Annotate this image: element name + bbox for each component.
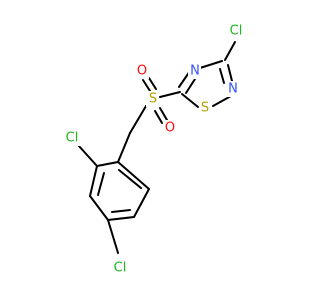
bond-c2-c3 xyxy=(89,165,98,197)
atom-n-right: N xyxy=(227,81,240,97)
bond-c1-c2 xyxy=(96,161,119,167)
atom-o-bottom: O xyxy=(163,120,177,136)
bond-c5-n4-double xyxy=(185,78,196,94)
bond-c4-c5-inner xyxy=(111,209,131,213)
bond-c4-cl xyxy=(107,219,119,254)
bond-c3-n2 xyxy=(227,64,233,82)
bond-c6-c1 xyxy=(117,161,150,190)
atom-cl-para: Cl xyxy=(111,260,129,276)
atom-label-n-upper: N xyxy=(190,64,200,79)
atom-label-n-right: N xyxy=(228,82,238,97)
bond-s1-c5 xyxy=(181,93,199,108)
atom-labels: Cl N N S S O O Cl xyxy=(63,23,245,276)
atom-label-o-top: O xyxy=(137,64,147,79)
bonds xyxy=(77,41,236,254)
bond-c2-c3-inner xyxy=(97,172,105,196)
atom-label-o-bottom: O xyxy=(165,121,175,136)
bond-s-o-bottom-b xyxy=(159,107,168,121)
bond-s-o-top-a xyxy=(142,79,151,92)
bond-c3-cl xyxy=(224,41,236,61)
atom-label-s-sulfonyl: S xyxy=(149,92,157,107)
atom-o-top: O xyxy=(135,63,149,79)
atom-s-ring: S xyxy=(199,100,212,116)
atom-label-s-ring: S xyxy=(201,101,209,116)
bond-c6-c1-inner xyxy=(118,169,142,189)
bond-n2-s1 xyxy=(212,95,232,107)
bond-s-o-top-b xyxy=(148,77,157,90)
atom-label-cl-ortho: Cl xyxy=(66,131,79,146)
atom-cl-top: Cl xyxy=(227,23,245,39)
bond-c5-c6 xyxy=(133,188,150,218)
bond-s-ch2 xyxy=(129,105,147,134)
bond-ch2-c1 xyxy=(117,132,131,163)
atom-label-cl-top: Cl xyxy=(230,24,243,39)
chemical-structure: Cl N N S S O O Cl xyxy=(63,23,245,276)
atom-n-upper: N xyxy=(188,63,201,79)
bond-s-o-bottom-a xyxy=(154,110,163,124)
bond-n4-c3 xyxy=(199,60,223,69)
atom-cl-ortho: Cl xyxy=(63,130,81,146)
bond-c5-s xyxy=(159,91,181,98)
bond-c2-cl xyxy=(77,144,98,167)
atom-s-sulfonyl: S xyxy=(146,91,159,107)
bond-c3-c4 xyxy=(89,195,109,221)
bond-c3-n2-double xyxy=(219,68,225,84)
bond-c4-c5 xyxy=(107,216,135,221)
atom-label-cl-para: Cl xyxy=(114,261,127,276)
